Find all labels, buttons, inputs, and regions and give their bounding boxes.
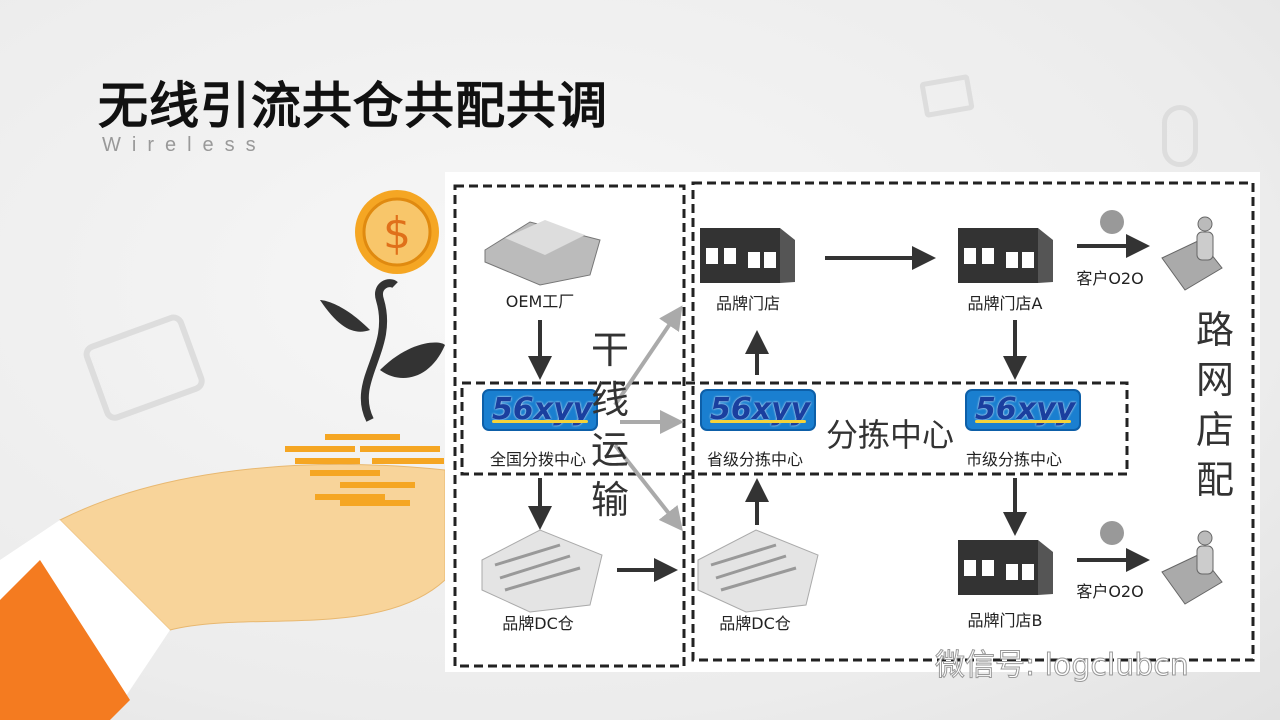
sorting-center-label: 分拣中心 <box>826 416 955 454</box>
leaf-left <box>320 300 370 332</box>
hand-plant-illustration: $ <box>0 190 446 720</box>
national-hub-label: 全国分拨中心 <box>489 450 587 469</box>
orange-sleeve <box>0 560 130 720</box>
trunk-arrow-dc <box>613 443 683 532</box>
wechat-watermark: 微信号: logclubcn <box>935 648 1190 684</box>
dc-label: 品牌DC仓 <box>502 614 574 633</box>
leaf-right <box>380 342 445 378</box>
customer-person-icon <box>1161 216 1223 291</box>
dc-warehouse-icon <box>697 529 819 613</box>
bg-tablet-icon <box>83 314 205 421</box>
brand-store-label: 品牌门店 <box>715 294 781 313</box>
city-hub-label: 市级分拣中心 <box>965 450 1063 469</box>
bg-mouse-icon <box>1162 105 1198 167</box>
store-a-icon <box>958 228 1053 283</box>
dc-warehouse-icon <box>481 529 603 613</box>
factory-icon <box>484 220 601 286</box>
trunk-transport-label: 干线运输 <box>590 328 629 522</box>
store-b-icon <box>958 540 1053 595</box>
provincial-hub-logo: 56xyy <box>700 389 816 431</box>
coin-stack <box>285 434 444 506</box>
dollar-icon: $ <box>383 208 411 259</box>
customer-person-icon <box>1161 530 1223 605</box>
store-a-label: 品牌门店A <box>967 294 1043 313</box>
o2o-label: 客户O2O <box>1076 582 1144 601</box>
route-delivery-label: 路网店配 <box>1195 308 1234 502</box>
dc-label: 品牌DC仓 <box>719 614 791 633</box>
globe-icon <box>1100 521 1124 545</box>
provincial-hub-label: 省级分拣中心 <box>706 450 804 469</box>
city-hub-logo: 56xyy <box>965 389 1081 431</box>
oem-label: OEM工厂 <box>505 292 575 311</box>
brand-store-icon <box>700 228 795 283</box>
plant-stem <box>360 279 398 422</box>
downstream-dashed-box <box>691 181 1255 662</box>
store-b-label: 品牌门店B <box>967 611 1043 630</box>
slide-subtitle: Wireless <box>102 134 267 156</box>
globe-icon <box>1100 210 1124 234</box>
national-hub-logo: 56xyy <box>482 389 598 431</box>
o2o-label: 客户O2O <box>1076 269 1144 288</box>
slide-title: 无线引流共仓共配共调 <box>98 77 608 135</box>
trunk-arrow-store <box>613 305 683 407</box>
upstream-dashed-box <box>453 184 686 668</box>
